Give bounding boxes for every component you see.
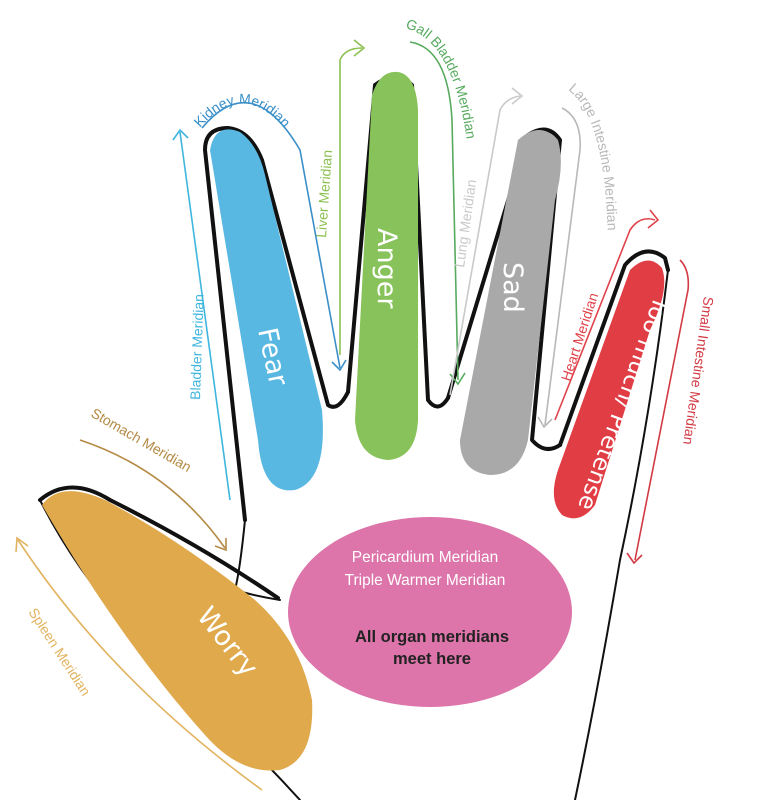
lung-arrowhead bbox=[511, 87, 524, 105]
stomach-arrowhead bbox=[214, 538, 227, 552]
index-finger-outline bbox=[203, 126, 350, 522]
meridian-label-large-intestine-text: Large Intestine Meridian bbox=[566, 80, 621, 231]
liver-arrow bbox=[339, 47, 363, 355]
finger-label-sad: Sad bbox=[497, 262, 528, 313]
center-line-triple-warmer: Triple Warmer Meridian bbox=[345, 572, 506, 589]
center-line-pericardium: Pericardium Meridian bbox=[352, 549, 498, 566]
heart-arrowhead bbox=[647, 209, 660, 229]
liver-arrowhead bbox=[353, 39, 366, 57]
meridian-label-spleen: Spleen Meridian bbox=[25, 605, 94, 699]
pinky-outline bbox=[558, 249, 670, 447]
bladder-arrow bbox=[179, 131, 231, 501]
hand-right-edge bbox=[574, 269, 669, 800]
stomach-arrow bbox=[79, 439, 226, 549]
sad-finger-fill bbox=[460, 130, 561, 475]
thumb-crease bbox=[234, 519, 281, 601]
meridian-label-large-intestine: Large Intestine Meridian bbox=[566, 80, 621, 231]
worry-thumb-fill bbox=[42, 491, 313, 771]
meridian-label-stomach: Stomach Meridian bbox=[89, 405, 195, 475]
gall-bladder-arrow bbox=[409, 41, 459, 381]
heart-arrow bbox=[554, 217, 656, 421]
kidney-arrow bbox=[201, 102, 341, 369]
bladder-arrowhead bbox=[172, 128, 189, 141]
large-intestine-arrow bbox=[544, 107, 581, 426]
pretense-finger-fill bbox=[553, 260, 665, 519]
kidney-arrowhead bbox=[331, 359, 347, 372]
center-line-meet-here: meet here bbox=[393, 650, 471, 668]
meridian-label-kidney: Kidney Meridian bbox=[190, 90, 293, 130]
meridian-label-bladder: Bladder Meridian bbox=[187, 294, 207, 400]
meridian-label-small-intestine: Small Intestine Meridian bbox=[680, 296, 717, 446]
palm-center-ellipse bbox=[288, 517, 572, 707]
small-intestine-arrow bbox=[634, 259, 690, 561]
center-line-all-meridians: All organ meridians bbox=[355, 628, 509, 646]
meridian-label-kidney-text: Kidney Meridian bbox=[190, 90, 293, 130]
spleen-arrow bbox=[17, 539, 263, 791]
lung-arrow bbox=[449, 95, 521, 396]
meridian-arrows bbox=[15, 39, 690, 791]
fear-finger-fill bbox=[210, 129, 323, 491]
meridian-label-liver: Liver Meridian bbox=[313, 149, 335, 238]
anger-finger-fill bbox=[355, 71, 418, 460]
large-intestine-arrowhead bbox=[537, 416, 553, 429]
spleen-arrowhead bbox=[15, 536, 29, 553]
finger-label-anger: Anger bbox=[371, 228, 402, 309]
small-intestine-arrowhead bbox=[626, 552, 643, 565]
